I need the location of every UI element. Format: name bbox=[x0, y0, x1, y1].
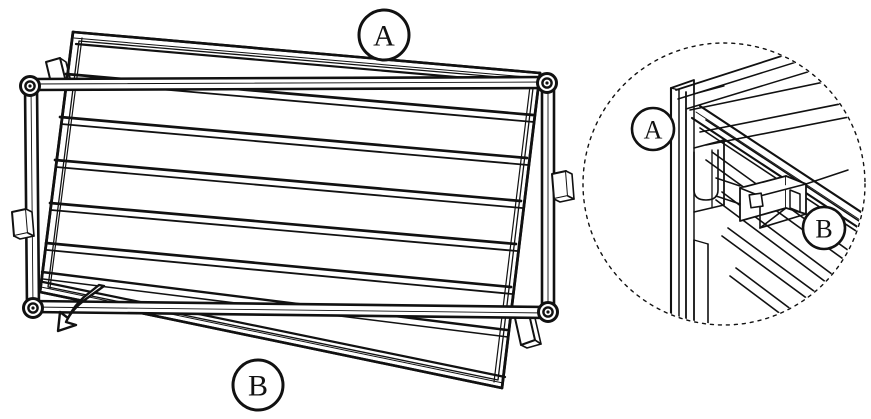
callout-b-detail-label: B bbox=[815, 215, 832, 244]
callout-a-main: A bbox=[357, 8, 411, 62]
joint-top-left bbox=[19, 75, 41, 97]
frame-top-rail bbox=[28, 75, 550, 92]
slat bbox=[48, 201, 518, 252]
clip-tongue bbox=[789, 189, 801, 213]
clip-screw-hole bbox=[748, 192, 764, 209]
outer-rectangular-frame bbox=[11, 72, 575, 323]
detail-bracket-clip bbox=[739, 175, 807, 229]
callout-a-detail: A bbox=[630, 106, 676, 152]
detail-diagonal-slat bbox=[721, 227, 864, 324]
frame-bottom-rail bbox=[30, 299, 550, 320]
callout-b-main-label: B bbox=[248, 370, 268, 403]
joint-bottom-left bbox=[22, 297, 44, 319]
bracket-right-mid bbox=[551, 170, 575, 203]
joint-top-right bbox=[536, 72, 558, 94]
slat-panel-right-stile bbox=[493, 71, 542, 390]
detail-view-contents bbox=[584, 44, 864, 324]
slat bbox=[44, 241, 513, 295]
tilted-slat-panel bbox=[38, 30, 542, 390]
joint-bottom-right bbox=[537, 301, 559, 323]
bracket-left-mid bbox=[11, 208, 35, 240]
detail-slat-band bbox=[689, 61, 864, 146]
callout-a-detail-label: A bbox=[644, 116, 663, 145]
main-view: A B bbox=[11, 8, 575, 412]
detail-post-leg bbox=[693, 239, 709, 324]
detail-view: A B bbox=[582, 42, 866, 326]
detail-clip-rail bbox=[715, 169, 849, 205]
rotation-arrow bbox=[56, 283, 106, 333]
detail-near-rail bbox=[690, 104, 864, 274]
slat bbox=[53, 158, 523, 209]
frame-left-post bbox=[23, 84, 41, 310]
callout-b-main: B bbox=[231, 358, 285, 412]
bottom-rail-mask bbox=[32, 301, 548, 318]
detail-circle-boundary bbox=[582, 42, 866, 326]
callout-a-main-label: A bbox=[373, 20, 395, 53]
callout-b-detail: B bbox=[801, 205, 847, 251]
detail-post-boss bbox=[693, 149, 719, 201]
slat bbox=[58, 115, 529, 166]
